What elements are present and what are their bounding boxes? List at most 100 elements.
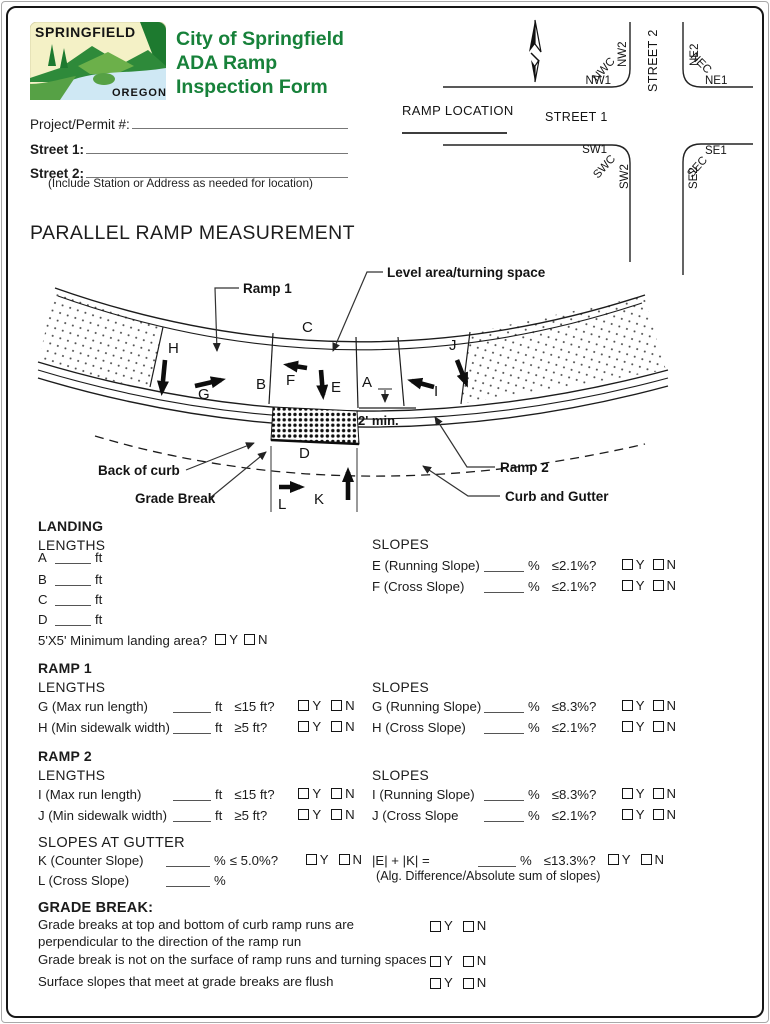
checkbox-box[interactable] (652, 809, 664, 820)
grade-break-1-yes-checkbox[interactable]: Y (430, 918, 453, 935)
slope-f-yes-checkbox[interactable]: Y (621, 578, 645, 593)
logo-tree-icon (48, 44, 56, 66)
length-b-field[interactable] (55, 573, 91, 586)
gutter-k-yes-checkbox[interactable]: Y (305, 852, 329, 867)
checkbox-box[interactable] (462, 977, 474, 989)
slope-criteria: ≤8.3%? (551, 787, 597, 802)
ramp2-jslope-no-checkbox[interactable]: N (652, 807, 676, 822)
ramp1-gslope-no-checkbox[interactable]: N (652, 698, 676, 713)
ramp2-islope-no-checkbox[interactable]: N (652, 786, 676, 801)
grade-break-1-no-checkbox[interactable]: N (462, 918, 486, 935)
checkbox-box[interactable] (652, 721, 664, 732)
ramp2-jslope-yes-checkbox[interactable]: Y (621, 807, 645, 822)
ramp1-gslope-field[interactable] (484, 700, 524, 713)
checkbox-box[interactable] (621, 788, 633, 799)
landing-minimum-no-checkbox[interactable]: N (244, 632, 268, 647)
slope-e-no-checkbox[interactable]: N (652, 557, 676, 572)
checkbox-box[interactable] (331, 788, 343, 799)
formula-field[interactable] (478, 854, 516, 867)
grade-break-statement: Grade breaks at top and bottom of curb r… (38, 917, 354, 949)
landing-slope-row-e: E (Running Slope) % ≤2.1%? Y N (372, 557, 676, 573)
checkbox-box[interactable] (338, 854, 350, 865)
grade-break-2-no-checkbox[interactable]: N (462, 953, 486, 970)
ramp2-i-field[interactable] (173, 788, 211, 801)
ramp2-jslope-field[interactable] (484, 809, 524, 822)
checkbox-box[interactable] (430, 920, 441, 932)
ramp2-length-row-j: J (Min sidewalk width) ft ≥5 ft? Y N (38, 807, 355, 823)
checkbox-box[interactable] (305, 854, 317, 865)
length-unit: ft (215, 720, 223, 735)
street2-row: Street 2: (30, 164, 348, 181)
slope-e-yes-checkbox[interactable]: Y (621, 557, 645, 572)
ramp1-g-field[interactable] (173, 700, 211, 713)
checkbox-box[interactable] (652, 700, 664, 711)
corner-label-se2: SE2 (688, 167, 700, 189)
formula-no-checkbox[interactable]: N (640, 852, 664, 867)
ramp1-h-yes-checkbox[interactable]: Y (298, 719, 321, 734)
ramp2-i-no-checkbox[interactable]: N (331, 786, 355, 801)
checkbox-box[interactable] (430, 955, 441, 967)
formula-yes-checkbox[interactable]: Y (607, 852, 631, 867)
checkbox-box[interactable] (331, 700, 343, 711)
slope-f-no-checkbox[interactable]: N (652, 578, 676, 593)
ramp1-gslope-yes-checkbox[interactable]: Y (621, 698, 645, 713)
yes-label: Y (319, 852, 329, 867)
slope-unit: % (528, 720, 540, 735)
checkbox-box[interactable] (331, 809, 343, 820)
ramp1-h-field[interactable] (173, 721, 211, 734)
checkbox-box[interactable] (621, 580, 633, 591)
slope-f-field[interactable] (484, 580, 524, 593)
ramp1-h-no-checkbox[interactable]: N (331, 719, 355, 734)
checkbox-box[interactable] (244, 634, 256, 645)
ramp2-islope-yes-checkbox[interactable]: Y (621, 786, 645, 801)
ramp1-g-yes-checkbox[interactable]: Y (298, 698, 321, 713)
checkbox-box[interactable] (462, 920, 474, 932)
ramp1-callout: Ramp 1 (243, 281, 292, 296)
checkbox-box[interactable] (462, 955, 474, 967)
checkbox-box[interactable] (652, 788, 664, 799)
length-a-field[interactable] (55, 551, 91, 564)
gutter-k-no-checkbox[interactable]: N (338, 852, 362, 867)
letter-a: A (362, 374, 372, 391)
ramp2-slope-row-j: J (Cross Slope % ≤2.1%? Y N (372, 807, 676, 823)
street2-field[interactable] (86, 164, 348, 178)
ramp1-hslope-no-checkbox[interactable]: N (652, 719, 676, 734)
length-d-field[interactable] (55, 613, 91, 626)
ramp1-g-no-checkbox[interactable]: N (331, 698, 355, 713)
checkbox-box[interactable] (621, 559, 633, 570)
ramp2-j-yes-checkbox[interactable]: Y (298, 807, 321, 822)
checkbox-box[interactable] (640, 854, 652, 865)
ramp1-slope-row-h: H (Cross Slope) % ≤2.1%? Y N (372, 719, 676, 735)
ramp2-islope-field[interactable] (484, 788, 524, 801)
grade-break-2-yes-checkbox[interactable]: Y (430, 953, 453, 970)
street1-field[interactable] (86, 140, 348, 154)
checkbox-box[interactable] (621, 700, 633, 711)
checkbox-box[interactable] (298, 721, 310, 732)
ramp1-slopes-title: SLOPES (372, 680, 430, 695)
checkbox-box[interactable] (215, 634, 227, 645)
checkbox-box[interactable] (298, 700, 310, 711)
grade-break-callout: Grade Break (135, 491, 216, 506)
grade-break-3-no-checkbox[interactable]: N (462, 975, 486, 992)
checkbox-box[interactable] (652, 559, 664, 570)
checkbox-box[interactable] (621, 809, 633, 820)
project-permit-field[interactable] (131, 115, 348, 129)
checkbox-box[interactable] (298, 788, 310, 799)
length-c-field[interactable] (55, 593, 91, 606)
ramp2-j-no-checkbox[interactable]: N (331, 807, 355, 822)
gutter-k-field[interactable] (166, 854, 210, 867)
checkbox-box[interactable] (652, 580, 664, 591)
checkbox-box[interactable] (430, 977, 441, 989)
slope-e-field[interactable] (484, 559, 524, 572)
checkbox-box[interactable] (331, 721, 343, 732)
ramp1-hslope-yes-checkbox[interactable]: Y (621, 719, 645, 734)
ramp2-j-field[interactable] (173, 809, 211, 822)
ramp2-i-yes-checkbox[interactable]: Y (298, 786, 321, 801)
landing-minimum-yes-checkbox[interactable]: Y (215, 632, 238, 647)
ramp1-hslope-field[interactable] (484, 721, 524, 734)
gutter-l-field[interactable] (166, 874, 210, 887)
checkbox-box[interactable] (621, 721, 633, 732)
checkbox-box[interactable] (298, 809, 310, 820)
checkbox-box[interactable] (607, 854, 619, 865)
grade-break-3-yes-checkbox[interactable]: Y (430, 975, 453, 992)
